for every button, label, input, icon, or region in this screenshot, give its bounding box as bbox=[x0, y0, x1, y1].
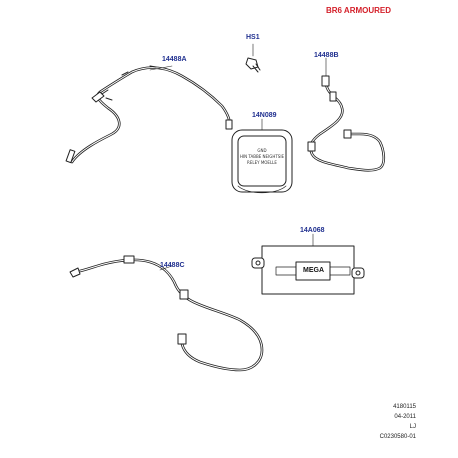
callout-hs1: HS1 bbox=[246, 34, 260, 41]
harness-14488a bbox=[65, 65, 233, 164]
relay-module-14n089 bbox=[231, 118, 293, 194]
callout-14n089: 14N089 bbox=[252, 112, 277, 119]
callout-14488c: 14488C bbox=[160, 262, 185, 269]
harness-14488b bbox=[307, 57, 386, 172]
diagram-title: BR6 ARMOURED bbox=[326, 6, 392, 15]
callout-14a068: 14A068 bbox=[300, 227, 325, 234]
fuse-label: MEGA bbox=[303, 267, 324, 274]
relay-text-line-1: GND bbox=[257, 148, 267, 153]
fusebox-14a068 bbox=[251, 233, 365, 295]
relay-text-line-3: RELEY MOELLE bbox=[247, 160, 277, 165]
harness-14488c bbox=[69, 255, 264, 372]
fastener-hs1 bbox=[245, 43, 261, 73]
footer-line-2: 04-2011 bbox=[394, 414, 416, 420]
footer-line-1: 4180115 bbox=[393, 404, 416, 410]
callout-14488a: 14488A bbox=[162, 56, 187, 63]
footer-line-4: C0230580-01 bbox=[379, 434, 416, 440]
footer-line-3: LJ bbox=[409, 424, 416, 430]
callout-14488b: 14488B bbox=[314, 52, 339, 59]
relay-text-line-2: HIN TABBE NEIGHTSIE bbox=[239, 154, 285, 159]
